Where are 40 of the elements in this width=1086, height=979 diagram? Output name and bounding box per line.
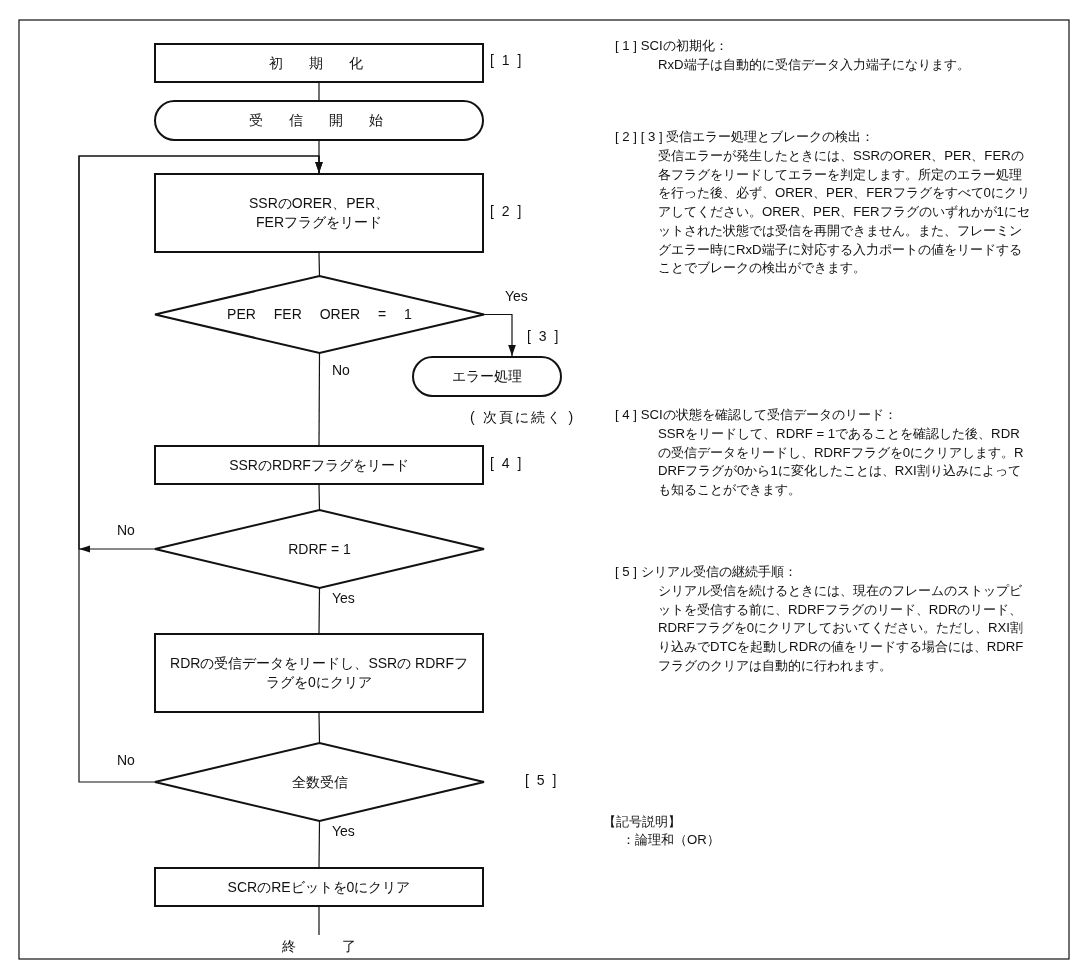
node-text: SSRのORER、PER、 FERフラグをリード [248, 194, 390, 232]
node-text: RDRの受信データをリードし、SSRの RDRFフラグを0にクリア [169, 654, 469, 692]
node-text: エラー処理 [452, 367, 522, 386]
note-heading: [ 1 ] SCIの初期化： [615, 37, 729, 55]
terminal-shape [154, 100, 484, 141]
step-number: [ 4 ] [490, 455, 524, 471]
process-box [154, 633, 484, 713]
note-text: シリアル受信を続けるときには、現在のフレームのストップビットを受信する前に、RDRFフラグのリード、RDRのリード、RDRFフラグを0にクリアしておいてください。ただし、RXI割り込みでDTCを起動しRDRの値をリードする場合には、RDRFフラグのクリアは自動的に行われます。 [658, 582, 1025, 675]
step-number: [ 3 ] [527, 328, 561, 344]
node-text: 初 期 化 [269, 53, 369, 73]
edge-label: No [332, 362, 350, 378]
step-number: [ 1 ] [490, 52, 524, 68]
node-text: 終 了 [282, 936, 356, 956]
edge-label: Yes [505, 288, 528, 304]
note-heading: [ 2 ] [ 3 ] 受信エラー処理とブレークの検出： [615, 128, 876, 146]
process-box [154, 173, 484, 253]
note-heading: [ 4 ] SCIの状態を確認して受信データのリード： [615, 406, 898, 424]
process-box [154, 43, 484, 83]
note-text: 受信エラーが発生したときには、SSRのORER、PER、FERの各フラグをリードしてエラーを判定します。所定のエラー処理を行った後、必ず、ORER、PER、FERフラグをすべて0にクリアしてください。ORER、PER、FERフラグのいずれかが1にセットされた状態では受信を再開できません。また、フレーミングエラー時にRxD端子に対応する入力ポートの値をリードすることでブレークの検出ができます。 [658, 147, 1030, 278]
step-number: [ 5 ] [525, 772, 559, 788]
process-box [154, 445, 484, 485]
process-box [154, 867, 484, 907]
terminal-shape [412, 356, 562, 397]
node-text: SCRのREビットを0にクリア [227, 877, 411, 897]
edge-label: No [117, 752, 135, 768]
edge-label: Yes [332, 590, 355, 606]
edge-label: Yes [332, 823, 355, 839]
node-text: SSRのRDRFフラグをリード [229, 455, 409, 475]
node-text: 全数受信 [291, 772, 348, 792]
legend-heading: 【記号説明】 [603, 813, 682, 831]
note-text: RxD端子は自動的に受信データ入力端子になります。 [658, 56, 971, 74]
step-number: [ 2 ] [490, 203, 524, 219]
note-heading: [ 5 ] シリアル受信の継続手順： [615, 563, 798, 581]
legend-text: ：論理和（OR） [622, 831, 721, 849]
node-text: PER FER ORER = 1 [227, 305, 412, 324]
node-text: 受 信 開 始 [249, 111, 389, 130]
note-text: SSRをリードして、RDRF = 1であることを確認した後、RDRの受信データをリードし、RDRFフラグを0にクリアします。RDRFフラグが0から1に変化したことは、RXI割り込みによっても知ることができます。 [658, 425, 1025, 500]
edge-label: No [117, 522, 135, 538]
note-text: ( 次頁に続く ) [470, 409, 576, 427]
node-text: RDRF = 1 [288, 539, 351, 559]
